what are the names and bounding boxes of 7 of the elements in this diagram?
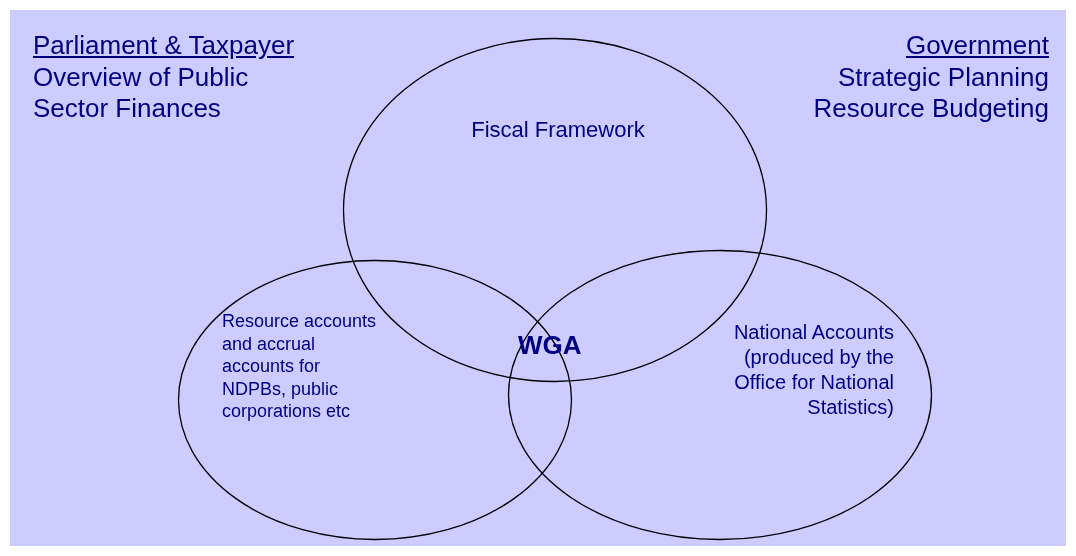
description: Strategic Planning Resource Budgeting [812, 62, 1049, 125]
set-label: National Accounts (produced by the Office for National Statistics) [732, 320, 894, 420]
description: Overview of Public Sector Finances [33, 62, 250, 125]
heading: Parliament & Taxpayer [33, 30, 295, 62]
set-label: Fiscal Framework [470, 116, 646, 144]
set-label: Resource accounts and accrual accounts for NDPBs, public corporations etc [222, 310, 378, 423]
heading: Government [904, 30, 1049, 62]
